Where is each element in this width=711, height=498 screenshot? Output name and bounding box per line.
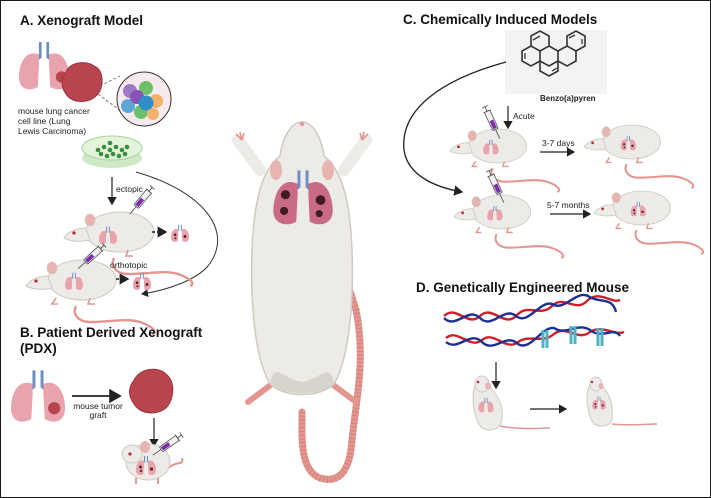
mouse-chronic-after-icon	[593, 189, 705, 255]
gem-mouse-before-icon	[472, 375, 551, 431]
central-mouse-icon	[232, 121, 372, 483]
mouse-acute-after-icon	[583, 123, 695, 189]
panel-b-title-line-1: B. Patient Derived Xenograft	[20, 325, 203, 340]
ectopic-label: ectopic	[116, 184, 144, 194]
orthotopic-curved-arrow	[135, 171, 219, 298]
zoom-callout-lines	[97, 75, 123, 113]
dna-edited-icon	[445, 326, 625, 347]
cell-line-label-line-2: cell line (Lung	[18, 116, 71, 126]
dna-wildtype-icon	[443, 293, 621, 323]
panel-d: D. Genetically Engineered Mouse	[416, 280, 658, 431]
long-duration-label: 5-7 months	[547, 200, 590, 210]
panel-b: B. Patient Derived Xenograft (PDX) mouse…	[9, 325, 203, 484]
pdx-mouse-icon	[121, 441, 184, 484]
cell-line-label-line-1: mouse lung cancer	[18, 106, 90, 116]
short-duration-label: 3-7 days	[542, 138, 575, 148]
orthotopic-tumor-lungs-icon	[133, 273, 151, 290]
benzopyrene-structure-icon	[521, 30, 586, 77]
central-tumor-lungs-icon	[273, 170, 333, 225]
patient-lungs-icon	[9, 368, 67, 424]
graft-label-line-1: mouse tumor	[73, 401, 123, 411]
cell-line-label-line-3: Lewis Carcinoma)	[18, 126, 86, 136]
panel-a: A. Xenograft Model mouse lung cancer cel…	[17, 13, 219, 336]
gem-mouse-after-icon	[586, 376, 658, 427]
tumor-mass-icon	[61, 62, 103, 102]
petri-dish-icon	[81, 135, 143, 168]
mouse-orthotopic-icon	[24, 258, 156, 336]
orthotopic-label: orthotopic	[110, 260, 148, 270]
panel-c: C. Chemically Induced Models Benzo(a)pyr…	[403, 12, 705, 259]
cancer-cells-icon	[116, 71, 172, 127]
graft-label-line-2: graft	[89, 410, 107, 420]
panel-a-title: A. Xenograft Model	[20, 13, 143, 28]
acute-label: Acute	[513, 111, 535, 121]
crispr-edit-markers-icon	[541, 326, 604, 348]
panel-c-title: C. Chemically Induced Models	[403, 12, 597, 27]
chronic-curved-arrow	[403, 61, 507, 196]
pdx-tumor-icon	[129, 368, 174, 414]
ectopic-tumor-lungs-icon	[171, 225, 189, 242]
human-lungs-icon	[17, 40, 71, 91]
compound-label: Benzo(a)pyren	[540, 94, 596, 103]
panel-b-title-line-2: (PDX)	[20, 341, 57, 356]
panel-d-title: D. Genetically Engineered Mouse	[416, 280, 630, 295]
